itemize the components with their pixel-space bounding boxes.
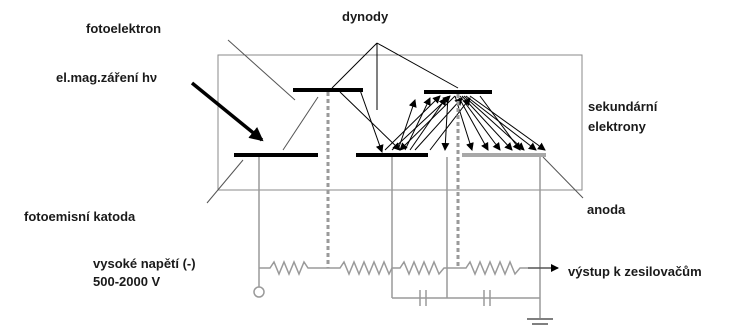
- wiring: [258, 157, 541, 318]
- ground-symbol: [527, 318, 553, 325]
- dynode-pointer-1: [331, 42, 378, 89]
- dynodes-label: dynody: [342, 9, 389, 24]
- cathode-pointer-line: [206, 159, 244, 204]
- high-voltage-label-2: 500-2000 V: [93, 274, 161, 289]
- output-label: výstup k zesilovačům: [568, 264, 702, 279]
- cathode-label: fotoemisní katoda: [24, 209, 136, 224]
- electron-arrows: [339, 89, 546, 153]
- hv-terminal: [253, 286, 265, 298]
- anode-label: anoda: [587, 202, 626, 217]
- dynode-pointer-3: [376, 42, 459, 89]
- photoelectron-label: fotoelektron: [86, 21, 161, 36]
- tube-envelope: [217, 54, 583, 191]
- resistor-divider-chain: [259, 260, 528, 276]
- secondary-electrons-label-1: sekundární: [588, 99, 658, 114]
- anode-pointer-line: [542, 156, 584, 199]
- radiation-arrow: [190, 81, 264, 142]
- capacitor-2: [483, 290, 491, 306]
- radiation-label: el.mag.záření hν: [56, 70, 157, 85]
- secondary-electrons-label-2: elektrony: [588, 119, 647, 134]
- photoelectron-path-line: [227, 39, 296, 101]
- capacitor-1: [419, 290, 427, 306]
- photoelectron-trajectory: [282, 96, 319, 151]
- high-voltage-label-1: vysoké napětí (-): [93, 256, 196, 271]
